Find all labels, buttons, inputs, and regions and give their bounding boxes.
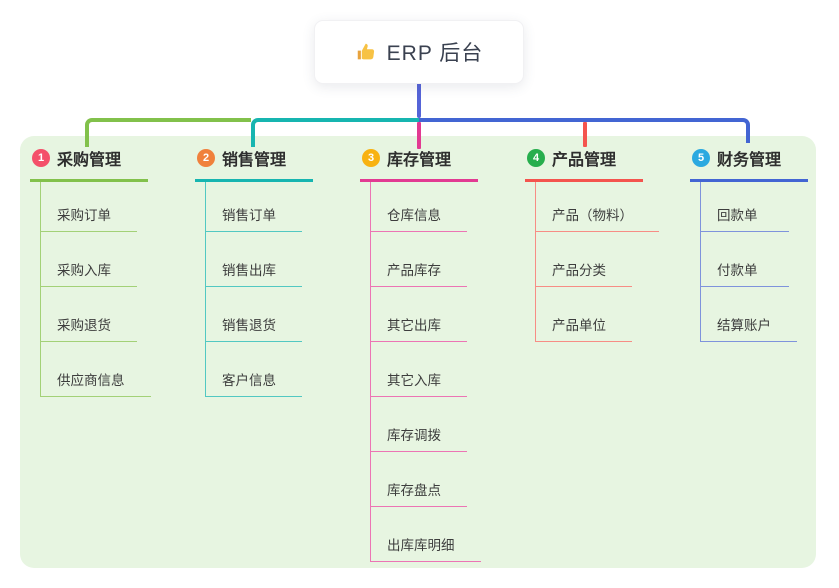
branch-number-badge: 1 xyxy=(32,149,50,167)
connector-drop-inventory xyxy=(417,122,421,149)
connector-drop-product xyxy=(583,122,587,147)
child-node[interactable]: 付款单 xyxy=(701,232,789,287)
branch-number-badge: 5 xyxy=(692,149,710,167)
child-node[interactable]: 出库库明细 xyxy=(371,507,481,562)
branch-children: 仓库信息 产品库存 其它出库 其它入库 库存调拨 库存盘点 出库库明细 xyxy=(370,182,481,562)
connector-elbow-sales xyxy=(251,118,419,147)
branch-finance: 5 财务管理 回款单 付款单 结算账户 xyxy=(690,144,808,342)
branch-product: 4 产品管理 产品（物料） 产品分类 产品单位 xyxy=(525,144,659,342)
branch-sales: 2 销售管理 销售订单 销售出库 销售退货 客户信息 xyxy=(195,144,313,397)
child-node[interactable]: 客户信息 xyxy=(206,342,302,397)
child-node[interactable]: 产品分类 xyxy=(536,232,632,287)
branch-children: 回款单 付款单 结算账户 xyxy=(700,182,808,342)
branch-number-badge: 3 xyxy=(362,149,380,167)
branch-title-label: 库存管理 xyxy=(387,152,452,169)
branch-children: 产品（物料） 产品分类 产品单位 xyxy=(535,182,659,342)
root-node[interactable]: ERP 后台 xyxy=(314,20,524,84)
child-node[interactable]: 销售订单 xyxy=(206,182,302,232)
branch-children: 采购订单 采购入库 采购退货 供应商信息 xyxy=(40,182,151,397)
child-node[interactable]: 产品（物料） xyxy=(536,182,659,232)
child-node[interactable]: 回款单 xyxy=(701,182,789,232)
child-node[interactable]: 供应商信息 xyxy=(41,342,151,397)
child-node[interactable]: 采购订单 xyxy=(41,182,137,232)
child-node[interactable]: 其它出库 xyxy=(371,287,467,342)
child-node[interactable]: 库存调拨 xyxy=(371,397,467,452)
branch-title-inventory[interactable]: 3 库存管理 xyxy=(360,144,478,182)
branch-title-label: 产品管理 xyxy=(552,152,617,169)
branch-title-finance[interactable]: 5 财务管理 xyxy=(690,144,808,182)
child-node[interactable]: 销售退货 xyxy=(206,287,302,342)
connector-elbow-finance xyxy=(419,118,750,143)
branch-number-badge: 2 xyxy=(197,149,215,167)
child-node[interactable]: 销售出库 xyxy=(206,232,302,287)
child-node[interactable]: 产品单位 xyxy=(536,287,632,342)
child-node[interactable]: 其它入库 xyxy=(371,342,467,397)
branch-title-label: 销售管理 xyxy=(222,152,287,169)
branch-children: 销售订单 销售出库 销售退货 客户信息 xyxy=(205,182,313,397)
branch-title-sales[interactable]: 2 销售管理 xyxy=(195,144,313,182)
branch-title-purchase[interactable]: 1 采购管理 xyxy=(30,144,148,182)
child-node[interactable]: 采购入库 xyxy=(41,232,137,287)
branches-panel xyxy=(20,136,816,568)
thumbs-up-icon xyxy=(355,41,377,63)
connector-elbow-purchase xyxy=(85,118,251,147)
branch-title-product[interactable]: 4 产品管理 xyxy=(525,144,643,182)
child-node[interactable]: 库存盘点 xyxy=(371,452,467,507)
root-node-label: ERP 后台 xyxy=(386,42,484,65)
child-node[interactable]: 结算账户 xyxy=(701,287,797,342)
branch-title-label: 采购管理 xyxy=(57,152,122,169)
branch-purchase: 1 采购管理 采购订单 采购入库 采购退货 供应商信息 xyxy=(30,144,151,397)
connector-root-stem xyxy=(417,81,421,118)
branch-inventory: 3 库存管理 仓库信息 产品库存 其它出库 其它入库 库存调拨 库存盘点 出库库… xyxy=(360,144,481,562)
child-node[interactable]: 仓库信息 xyxy=(371,182,467,232)
child-node[interactable]: 采购退货 xyxy=(41,287,137,342)
branch-title-label: 财务管理 xyxy=(717,152,782,169)
child-node[interactable]: 产品库存 xyxy=(371,232,467,287)
branch-number-badge: 4 xyxy=(527,149,545,167)
